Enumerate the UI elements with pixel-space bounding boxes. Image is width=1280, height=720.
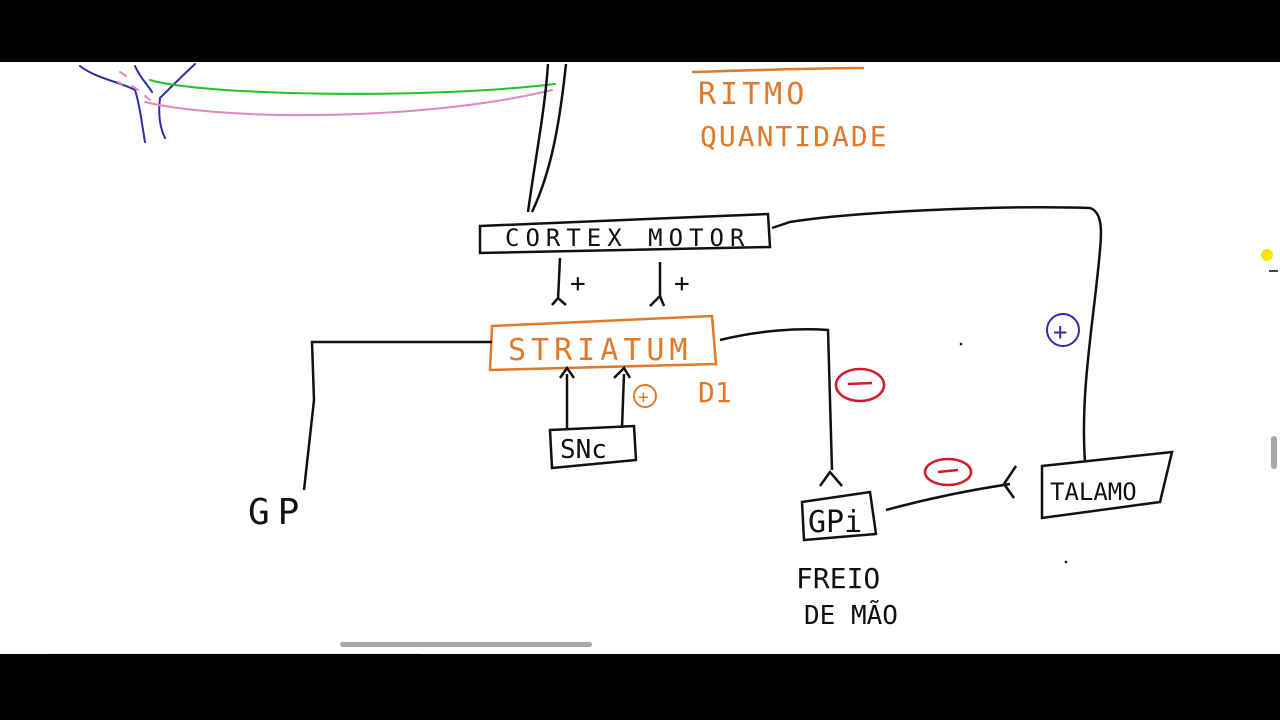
horizontal-scrollbar-thumb[interactable] (340, 642, 592, 647)
node-gpi: GPi (800, 490, 878, 542)
cortex-to-talamo-line (771, 206, 1103, 463)
svg-text:+: + (1053, 318, 1067, 346)
arrow-cortex-striatum-1 (551, 257, 567, 306)
node-cortex: CORTEX MOTOR (478, 212, 772, 255)
cursor-dash-icon (1269, 270, 1278, 272)
line-snc-striatum-2 (613, 365, 632, 429)
arrow-into-gpi (818, 469, 843, 487)
gp-label: GP (248, 492, 307, 533)
brake-note-line1: FREIO (796, 562, 880, 595)
arrow-into-talamo (1002, 465, 1018, 499)
excite-sign-blue: + (1046, 313, 1080, 347)
node-talamo: TALAMO (1040, 450, 1174, 520)
pink-dots (117, 71, 151, 101)
snc-label: SNc (560, 435, 607, 465)
note-rhythm: RITMO (698, 77, 808, 112)
talamo-label: TALAMO (1050, 478, 1137, 506)
descending-tract (526, 63, 568, 213)
line-striatum-gp (302, 340, 492, 491)
inhibit-sign-1 (834, 367, 886, 403)
svg-text:+: + (638, 387, 649, 408)
line-snc-striatum-1 (558, 365, 576, 428)
stray-dot-2 (1064, 560, 1068, 564)
neuron-blue-left (79, 65, 146, 143)
green-axon (149, 79, 556, 95)
neuron-blue-mid (134, 65, 153, 93)
plus-label-2: + (674, 269, 690, 299)
d1-label: D1 (698, 376, 732, 409)
neuron-blue-right (158, 63, 196, 139)
striatum-label: STRIATUM (508, 333, 693, 368)
pink-axon (144, 89, 553, 117)
vertical-scrollbar-thumb[interactable] (1271, 436, 1277, 469)
orange-underline (691, 66, 865, 74)
node-snc: SNc (548, 424, 638, 470)
gpi-label: GPi (808, 505, 862, 540)
cortex-label: CORTEX MOTOR (505, 224, 750, 252)
stray-dot-1 (959, 342, 963, 346)
top-black-bar (0, 0, 1280, 62)
line-gpi-talamo (885, 482, 1011, 512)
bottom-black-bar (0, 654, 1280, 720)
brake-note-line2: DE MÃO (804, 599, 898, 631)
whiteboard-canvas[interactable]: RITMO QUANTIDADE CORTEX MOTOR + + STRIAT… (0, 62, 1280, 654)
line-striatum-gpi (719, 328, 834, 471)
excite-sign-orange: + (633, 384, 657, 408)
node-striatum: STRIATUM (488, 314, 718, 372)
diagram-svg: RITMO QUANTIDADE CORTEX MOTOR + + STRIAT… (79, 63, 1174, 631)
neuron-sketch (79, 63, 556, 143)
plus-label-1: + (570, 269, 586, 299)
note-quantity: QUANTIDADE (700, 120, 889, 153)
arrow-cortex-striatum-2 (649, 262, 666, 307)
inhibit-sign-2 (923, 457, 973, 487)
pen-cursor-icon (1261, 249, 1273, 261)
